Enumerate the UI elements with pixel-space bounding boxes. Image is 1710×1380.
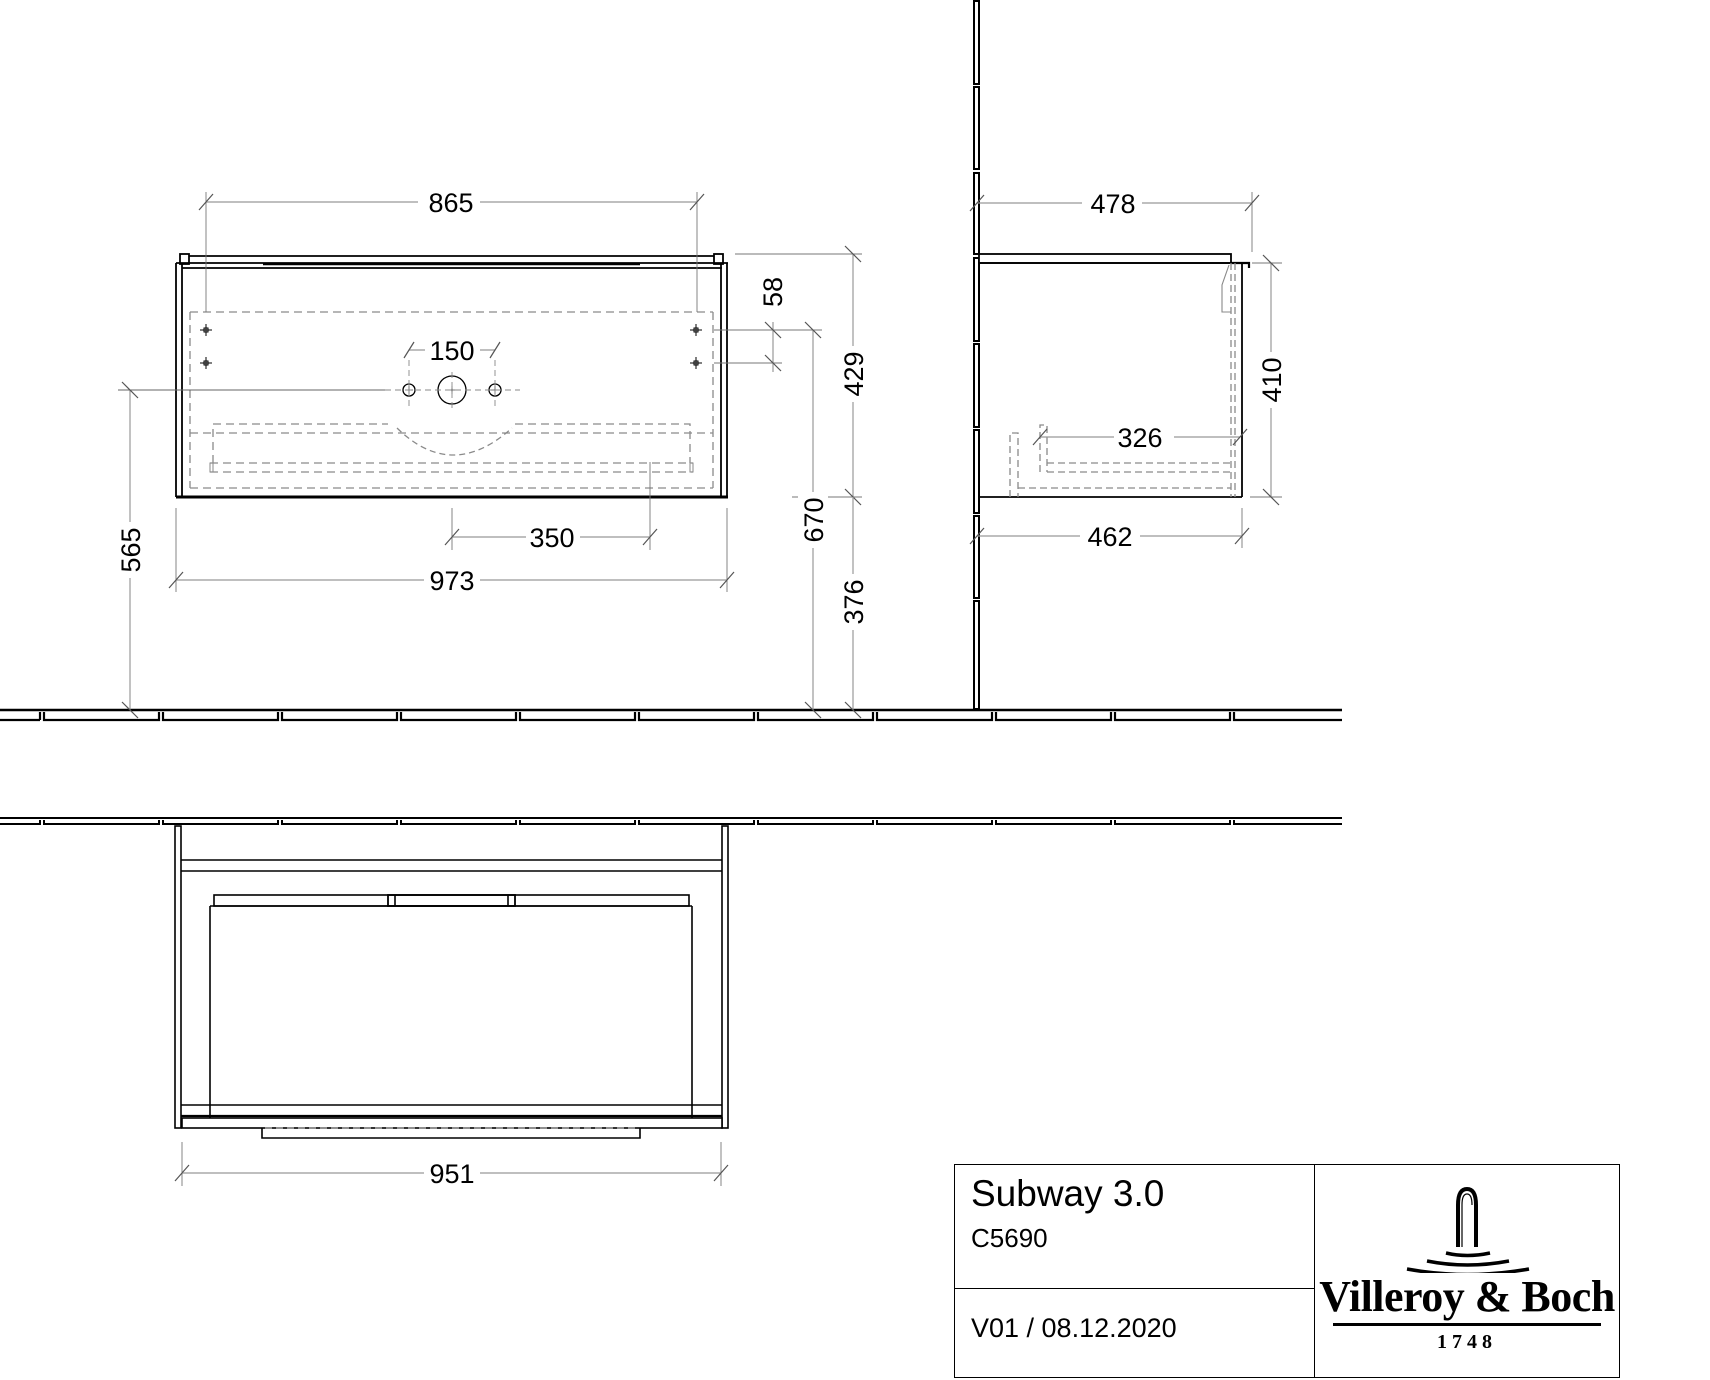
- front-view-cabinet: [175, 253, 728, 499]
- dim-58: 58: [758, 277, 788, 307]
- dim-326: 326: [1117, 423, 1162, 453]
- title-block: Subway 3.0 C5690 V01 / 08.12.2020 Viller…: [954, 1164, 1620, 1378]
- product-code: C5690: [971, 1223, 1048, 1253]
- mounting-holes: [200, 324, 702, 369]
- dim-670: 670: [799, 497, 829, 542]
- product-name: Subway 3.0: [971, 1173, 1165, 1214]
- dim-376: 376: [839, 579, 869, 624]
- brand-fountain-logo-icon: [1406, 1186, 1530, 1273]
- dim-150: 150: [429, 336, 474, 366]
- dim-865: 865: [428, 188, 473, 218]
- side-view-dimension-labels: 478 326 462 410: [1080, 189, 1287, 552]
- front-view-dimensions: [118, 192, 862, 719]
- brand-name: Villeroy & Boch: [1319, 1272, 1615, 1321]
- dim-429: 429: [839, 351, 869, 396]
- title-block-product: Subway 3.0 C5690: [955, 1165, 1314, 1289]
- title-block-info: Subway 3.0 C5690 V01 / 08.12.2020: [955, 1165, 1315, 1377]
- wall-side-view: [973, 0, 980, 710]
- version-date: V01 / 08.12.2020: [971, 1313, 1177, 1343]
- dim-350: 350: [529, 523, 574, 553]
- dim-462: 462: [1087, 522, 1132, 552]
- wall-line-plan: [0, 817, 1342, 825]
- brand-year: 1748: [1437, 1331, 1497, 1353]
- dim-478: 478: [1090, 189, 1135, 219]
- dim-951: 951: [429, 1159, 474, 1189]
- side-view-cabinet: [978, 253, 1251, 498]
- dim-973: 973: [429, 566, 474, 596]
- dim-410: 410: [1257, 357, 1287, 402]
- brand-underline: [1333, 1323, 1601, 1326]
- plan-view-cabinet: [174, 825, 729, 1139]
- dim-565: 565: [116, 527, 146, 572]
- brand-panel: Villeroy & Boch 1748: [1315, 1165, 1619, 1377]
- floor-line-elevation: [0, 708, 1342, 722]
- front-view-dimension-labels: 865 150 350 973 58 429 376 670 565: [115, 188, 869, 630]
- tap-holes: [385, 360, 520, 410]
